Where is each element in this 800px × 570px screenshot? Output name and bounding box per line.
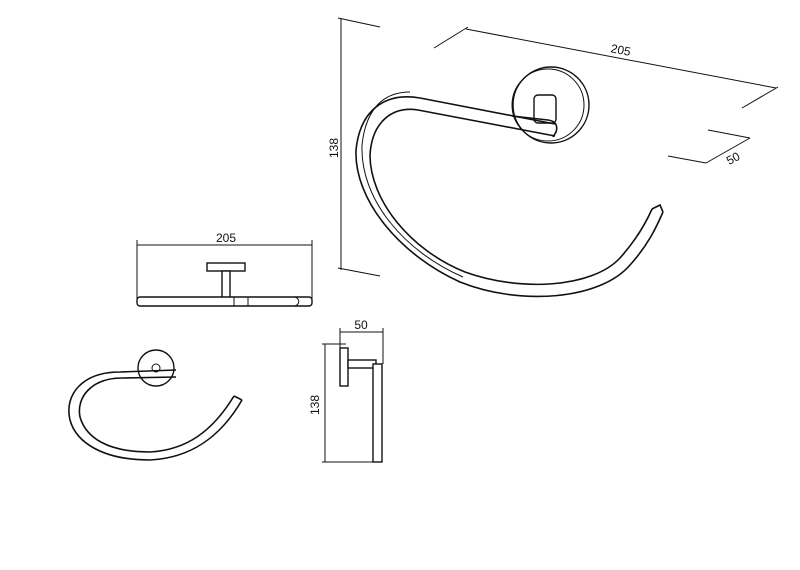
perspective-height-label: 138 (327, 138, 341, 158)
perspective-depth-dimension: 50 (667, 129, 751, 168)
perspective-depth-label: 50 (724, 149, 743, 168)
front-view (68, 349, 243, 461)
side-depth-label: 50 (354, 318, 368, 332)
top-width-label: 205 (216, 231, 236, 245)
perspective-view: 138 205 50 (327, 17, 779, 298)
perspective-width-dimension: 205 (433, 26, 779, 109)
side-height-label: 138 (308, 395, 322, 415)
wall-rosette (511, 66, 590, 144)
perspective-height-dimension: 138 (327, 17, 381, 277)
towel-ring (355, 91, 664, 298)
perspective-width-label: 205 (610, 41, 633, 59)
side-view: 50 138 (308, 318, 384, 463)
top-view: 205 (136, 231, 313, 307)
